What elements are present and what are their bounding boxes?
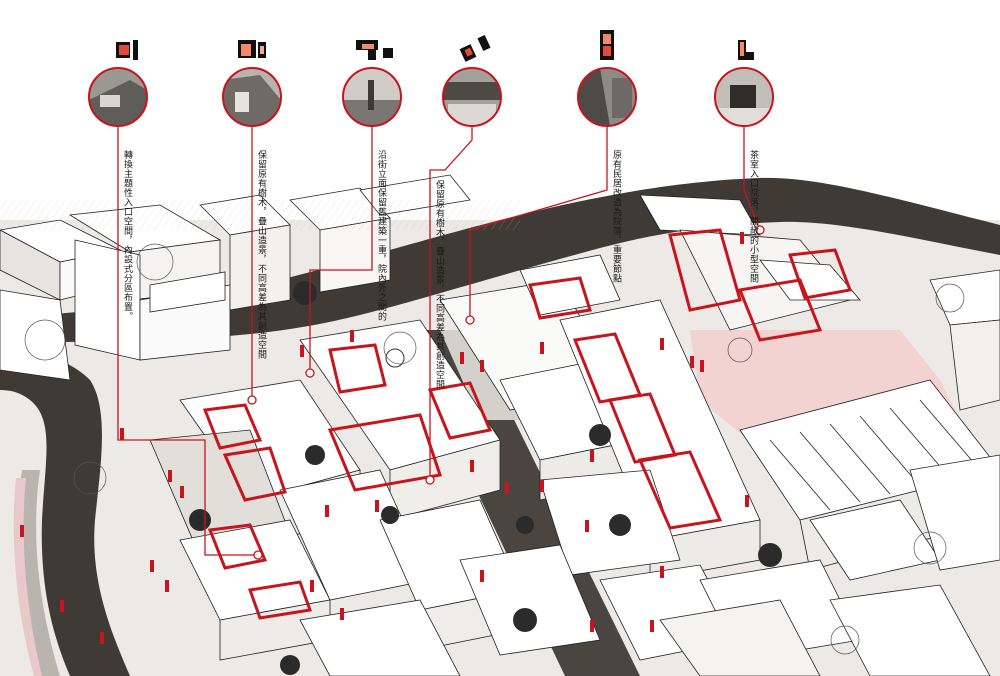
annotation-5: 原有民居改造為院落，重要節點 xyxy=(611,150,621,283)
leader-endpoints xyxy=(247,225,765,560)
plan-glyph-4-icon xyxy=(459,34,491,62)
plan-glyph-1-icon xyxy=(116,40,138,60)
plan-glyph-3-icon xyxy=(356,40,393,60)
photo-circle-2 xyxy=(222,67,282,127)
sketch-trees xyxy=(24,243,965,655)
plan-glyph-2-icon xyxy=(238,40,266,58)
photo-circle-5 xyxy=(577,67,637,127)
leader-lines xyxy=(117,127,761,556)
side-road xyxy=(0,351,130,676)
annotation-3: 沿街立面保留舊建築一重，院內外之間的 xyxy=(376,150,386,321)
annotation-4: 保留原有樹木，疊山造景，不同高差為其創造空間 xyxy=(434,180,444,389)
annotation-1: 轉換主題性入口空間，內設式分區布置。 xyxy=(122,150,132,321)
photo-circle-6 xyxy=(714,67,774,127)
buildings-southeast xyxy=(659,379,1000,676)
trees xyxy=(189,281,782,675)
plan-glyph-5-icon xyxy=(600,30,614,60)
photo-circle-1 xyxy=(88,67,148,127)
plan-glyph-6-icon xyxy=(738,40,754,60)
photo-circle-3 xyxy=(342,67,402,127)
buildings-central xyxy=(149,254,761,676)
annotation-6: 茶室入口院落，開敞的小型空間 xyxy=(748,150,758,283)
annotation-2: 保留原有樹木，疊山造景，不同高差為其創造空間 xyxy=(256,150,266,359)
people-figures xyxy=(20,232,749,644)
highlighted-rooms xyxy=(202,228,853,620)
photo-circle-4 xyxy=(442,67,502,127)
